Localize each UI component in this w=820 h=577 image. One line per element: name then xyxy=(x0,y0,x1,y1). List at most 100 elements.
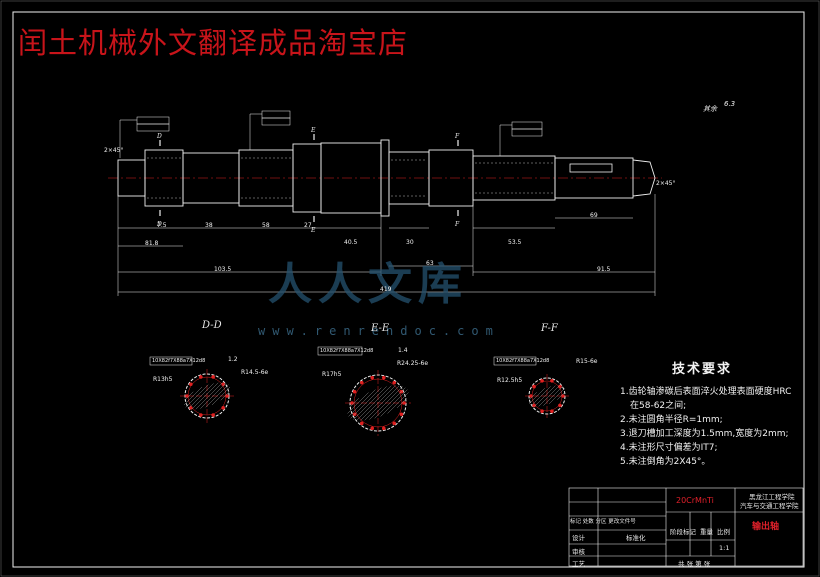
spline-tooth xyxy=(185,394,189,398)
svg-text:F: F xyxy=(454,221,460,228)
spline-tooth xyxy=(381,375,386,380)
ee-dim-1: R17h5 xyxy=(322,371,342,378)
section-cut-letters: DD EE FF xyxy=(156,127,460,234)
tech-requirements-title: 技术要求 xyxy=(672,362,733,377)
stage-label: 阶段标记 xyxy=(670,528,696,536)
dim-row1-2: 58 xyxy=(262,222,270,229)
spline-tooth xyxy=(211,375,215,379)
section-label-ee: E-E xyxy=(371,323,390,334)
tech-item-2: 2.未注圆角半径R=1mm; xyxy=(620,415,723,425)
roughness-label: 其余 xyxy=(703,105,717,113)
spline-tooth xyxy=(550,409,554,414)
spline-tooth xyxy=(550,378,554,383)
spline-tooth xyxy=(392,380,397,385)
chamfer-right: 2×45° xyxy=(656,180,676,187)
section-hatch xyxy=(529,388,545,404)
spline-tooth xyxy=(370,375,375,380)
section-hatch xyxy=(195,382,223,410)
section-callout-boxes xyxy=(149,346,537,366)
svg-text:D: D xyxy=(156,221,162,228)
spline-tooth xyxy=(350,401,354,405)
spline-tooth xyxy=(529,394,533,398)
section-hatch xyxy=(183,386,203,406)
section-hatch xyxy=(348,389,376,417)
shop-title: 闰土机械外文翻译成品淘宝店 xyxy=(18,26,409,60)
title-block-grid xyxy=(568,487,804,567)
spline-tooth xyxy=(540,378,544,383)
roughness-value: 6.3 xyxy=(724,100,736,108)
section-hatch xyxy=(538,385,560,407)
dd-dim-2: R14.5-6e xyxy=(241,369,269,376)
section-hatch xyxy=(529,392,537,400)
dim-total: 419 xyxy=(380,286,392,293)
scale-label: 比例 xyxy=(717,528,730,536)
scale-value: 1:1 xyxy=(719,544,730,552)
dim-row3-0: 103.5 xyxy=(214,266,232,273)
tech-item-5: 5.未注倒角为2X45°。 xyxy=(620,457,711,467)
svg-text:E: E xyxy=(310,227,316,234)
tolerance-frames xyxy=(119,110,543,158)
spline-teeth-1 xyxy=(347,375,409,431)
spline-tooth xyxy=(352,389,357,394)
department-name: 汽车与交通工程学院 xyxy=(740,502,799,510)
shaft-outline xyxy=(117,139,656,217)
designer-label: 设计 xyxy=(572,534,585,542)
dim-row1-7: 69 xyxy=(590,212,598,219)
section-hatch xyxy=(534,385,556,407)
section-hatch xyxy=(374,387,406,419)
section-hatch xyxy=(205,384,229,408)
spline-tooth xyxy=(561,394,565,398)
spline-tooth xyxy=(189,382,193,387)
tech-item-1: 在58-62之间; xyxy=(630,401,687,411)
dim-row1-5: 30 xyxy=(406,239,414,246)
drawing-frame xyxy=(12,11,805,568)
section-hatch xyxy=(531,386,551,406)
part-name: 输出轴 xyxy=(752,522,780,532)
spline-teeth-2 xyxy=(529,378,565,414)
section-hatch xyxy=(220,391,230,401)
section-hatch xyxy=(356,385,392,421)
spline-tooth xyxy=(402,401,406,405)
section-hatch xyxy=(557,392,565,400)
section-hatch xyxy=(360,385,396,421)
section-hatch xyxy=(200,383,226,409)
section-hatch xyxy=(549,388,565,404)
spline-tooth xyxy=(199,375,203,379)
section-hatch xyxy=(543,386,563,406)
section-hatch xyxy=(353,386,387,420)
ee-callout: 10X82f7X88a7X12d8 xyxy=(320,348,374,354)
spline-tooth xyxy=(211,413,215,417)
section-hatch xyxy=(348,397,360,409)
process-label: 工艺 xyxy=(572,560,585,568)
tech-item-3: 3.退刀槽加工深度为1.5mm,宽度为2mm; xyxy=(620,429,789,439)
spline-tooth xyxy=(359,421,364,426)
section-hatch xyxy=(185,384,209,408)
dim-row1-1: 38 xyxy=(205,222,213,229)
material-label: 20CrMnTi xyxy=(676,496,714,505)
spline-teeth-0 xyxy=(183,375,231,417)
watermark-logo-text: 人人文库 xyxy=(268,259,468,310)
section-hatch xyxy=(184,391,194,401)
svg-text:E: E xyxy=(310,127,316,134)
sheets-label: 共 张 第 张 xyxy=(678,560,711,568)
section-hatch xyxy=(364,385,400,421)
spline-tooth xyxy=(558,403,562,408)
section-hatch xyxy=(211,386,231,406)
spline-tooth xyxy=(392,421,397,426)
spline-tooth xyxy=(225,394,229,398)
check-label: 审核 xyxy=(572,548,585,556)
svg-text:F: F xyxy=(454,133,460,140)
dd-callout: 10X82f7X88a7X12d8 xyxy=(152,358,206,364)
dd-dim-0: 1.2 xyxy=(228,356,238,363)
dimension-lines xyxy=(117,194,656,296)
section-hatch xyxy=(396,397,408,409)
dim-row1-4: 40.5 xyxy=(344,239,358,246)
spline-tooth xyxy=(359,380,364,385)
spline-tooth xyxy=(532,384,536,389)
weight-label: 重量 xyxy=(700,528,713,536)
dim-row2-0: 81.8 xyxy=(145,240,159,247)
chamfer-left: 2×45° xyxy=(104,147,124,154)
marks-label: 标记 处数 分区 更改文件号 xyxy=(570,519,636,525)
tech-item-4: 4.未注形尺寸偏差为IT7; xyxy=(620,443,718,453)
